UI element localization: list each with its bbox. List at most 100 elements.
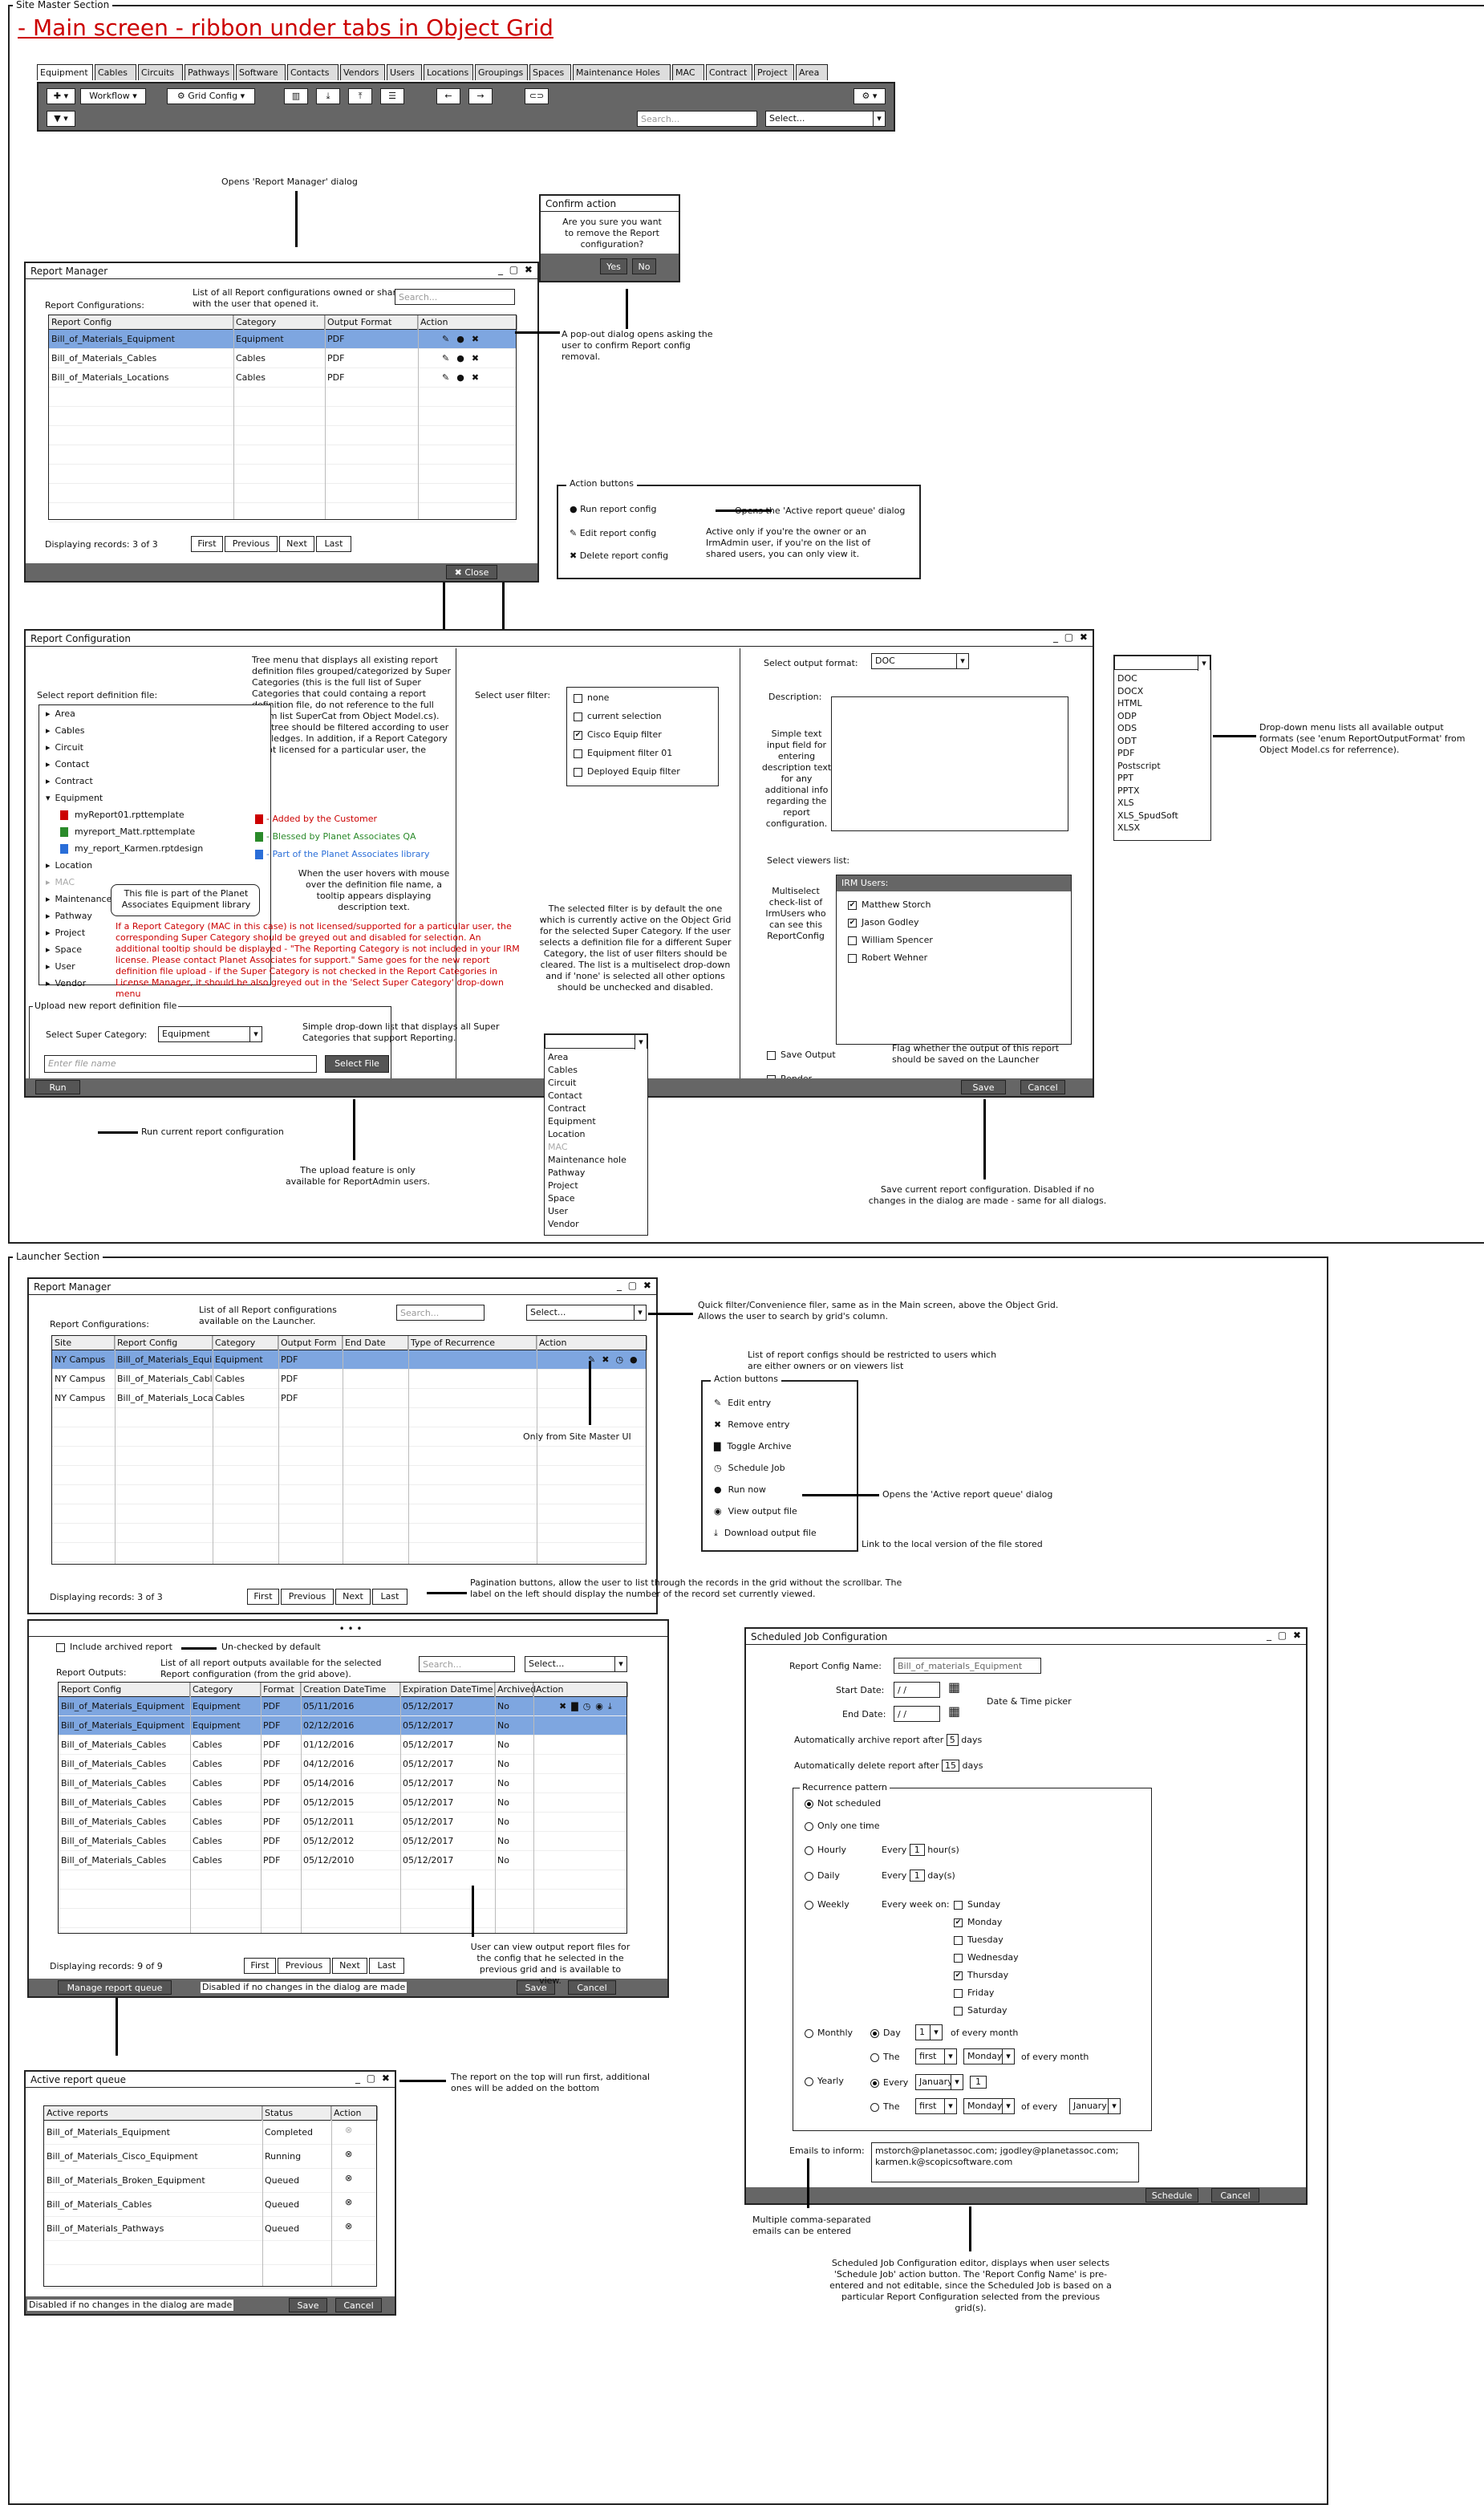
checkbox[interactable] bbox=[574, 712, 582, 721]
table-row[interactable] bbox=[59, 1890, 626, 1909]
format-option[interactable]: PPT bbox=[1117, 773, 1133, 783]
chevron-right-icon[interactable]: ▸ bbox=[46, 759, 51, 769]
column-select[interactable]: Select... bbox=[526, 1305, 647, 1321]
action-item[interactable]: ⤓Download output file bbox=[714, 1528, 817, 1539]
pager-previous-button[interactable]: Previous bbox=[281, 1589, 334, 1605]
weekday-select[interactable]: Monday bbox=[963, 2098, 1015, 2114]
pager-next-button[interactable]: Next bbox=[279, 536, 314, 552]
checkbox[interactable] bbox=[954, 1953, 963, 1963]
cancel-button[interactable]: Cancel bbox=[1211, 2188, 1259, 2202]
start-date-input[interactable]: / / bbox=[894, 1682, 940, 1698]
super-cat-option[interactable]: Cables bbox=[548, 1065, 578, 1075]
radio[interactable] bbox=[805, 1871, 813, 1881]
weekday-option[interactable]: ✔Thursday bbox=[954, 1970, 1008, 1981]
eye-icon[interactable]: ◉ bbox=[595, 1701, 603, 1711]
search-input[interactable]: Search... bbox=[396, 1305, 485, 1321]
clock-icon[interactable]: ◷ bbox=[582, 1701, 591, 1711]
weekday-option[interactable]: Wednesday bbox=[954, 1952, 1019, 1963]
table-row[interactable] bbox=[49, 465, 516, 484]
chevron-right-icon[interactable]: ▸ bbox=[46, 877, 51, 887]
calendar-icon[interactable]: ▦ bbox=[948, 1679, 961, 1695]
tree-node[interactable]: ▸Contact bbox=[46, 759, 89, 770]
tab-software[interactable]: Software bbox=[236, 64, 286, 80]
checkbox[interactable]: ✔ bbox=[848, 900, 857, 910]
radio[interactable] bbox=[805, 1799, 813, 1809]
chevron-down-icon[interactable]: ▾ bbox=[46, 793, 51, 803]
end-date-input[interactable]: / / bbox=[894, 1706, 940, 1722]
tree-node[interactable]: ▸MAC bbox=[46, 877, 75, 888]
action-icons[interactable]: ✎●✖ bbox=[437, 330, 517, 349]
radio[interactable] bbox=[805, 2077, 813, 2086]
table-row[interactable] bbox=[49, 445, 516, 465]
only-one-option[interactable]: Only one time bbox=[805, 1821, 880, 1832]
super-cat-option[interactable]: Circuit bbox=[548, 1078, 577, 1088]
format-option[interactable]: HTML bbox=[1117, 698, 1142, 708]
format-option[interactable]: DOCX bbox=[1117, 685, 1144, 696]
tree-node[interactable]: ▸Area bbox=[46, 708, 75, 720]
table-row[interactable] bbox=[52, 1485, 646, 1504]
delete-icon[interactable]: ✖ bbox=[471, 334, 480, 344]
tab-equipment[interactable]: Equipment bbox=[37, 64, 93, 80]
delete-item[interactable]: ✖ Delete report config bbox=[570, 550, 669, 561]
checkbox[interactable] bbox=[848, 953, 857, 963]
pager-last-button[interactable]: Last bbox=[316, 536, 351, 552]
save-button[interactable]: Save bbox=[961, 1080, 1006, 1094]
table-row[interactable] bbox=[52, 1504, 646, 1524]
cancel-button[interactable]: Cancel bbox=[335, 2298, 382, 2312]
table-row[interactable] bbox=[52, 1408, 646, 1427]
user-option[interactable]: ✔Matthew Storch bbox=[848, 899, 931, 911]
archive-input[interactable]: 5 bbox=[946, 1734, 959, 1746]
action-item[interactable]: ◉View output file bbox=[714, 1506, 797, 1517]
super-cat-select[interactable]: Equipment bbox=[158, 1026, 262, 1042]
pencil-icon[interactable]: ✎ bbox=[442, 334, 450, 344]
action-icons[interactable]: ✎●✖ bbox=[437, 368, 517, 388]
tab-spaces[interactable]: Spaces bbox=[529, 64, 571, 80]
clock-icon[interactable]: ◷ bbox=[615, 1354, 624, 1365]
emails-textarea[interactable]: mstorch@planetassoc.com; jgodley@planeta… bbox=[871, 2142, 1139, 2182]
format-option[interactable]: PPTX bbox=[1117, 785, 1140, 796]
tab-project[interactable]: Project bbox=[754, 64, 794, 80]
include-archived-item[interactable]: Include archived report bbox=[56, 1642, 172, 1653]
pager-first-button[interactable]: First bbox=[191, 536, 223, 552]
action-item[interactable]: ✎Edit entry bbox=[714, 1398, 771, 1409]
tab-mac[interactable]: MAC bbox=[672, 64, 704, 80]
table-row[interactable] bbox=[49, 407, 516, 426]
month-select[interactable]: January bbox=[1069, 2098, 1121, 2114]
chevron-right-icon[interactable]: ▸ bbox=[46, 911, 51, 921]
weekday-option[interactable]: Saturday bbox=[954, 2005, 1008, 2016]
daily-input[interactable]: 1 bbox=[909, 1870, 925, 1882]
window-controls[interactable]: _ ▢ ✖ bbox=[616, 1280, 653, 1291]
table-row[interactable] bbox=[44, 2241, 376, 2265]
chevron-right-icon[interactable]: ▸ bbox=[46, 708, 51, 719]
super-cat-option[interactable]: Area bbox=[548, 1052, 569, 1062]
settings-icon[interactable]: ⚙ ▾ bbox=[854, 88, 886, 104]
table-row[interactable] bbox=[49, 484, 516, 503]
delete-icon[interactable]: ✖ bbox=[602, 1354, 610, 1365]
table-row[interactable]: NY CampusBill_of_Materials_LocationsCabl… bbox=[52, 1389, 646, 1408]
run-item[interactable]: ● Run report config bbox=[570, 504, 657, 514]
radio[interactable] bbox=[870, 2028, 879, 2038]
format-option[interactable]: XLS bbox=[1117, 798, 1134, 808]
forward-icon[interactable]: → bbox=[468, 88, 493, 104]
tree-file[interactable]: myReport01.rpttemplate bbox=[60, 810, 184, 821]
edit-item[interactable]: ✎ Edit report config bbox=[570, 528, 657, 538]
super-cat-option[interactable]: Contract bbox=[548, 1103, 586, 1114]
table-row[interactable] bbox=[52, 1524, 646, 1543]
remove-icon[interactable]: ⊗ bbox=[345, 2149, 353, 2159]
radio[interactable] bbox=[805, 1821, 813, 1831]
cancel-button[interactable]: Cancel bbox=[568, 1980, 616, 1995]
pencil-icon[interactable]: ✎ bbox=[588, 1354, 596, 1365]
checkbox[interactable] bbox=[954, 2006, 963, 2016]
pager-previous-button[interactable]: Previous bbox=[278, 1958, 330, 1974]
tree-node[interactable]: ▸Location bbox=[46, 860, 92, 871]
monthly-the-option[interactable]: The bbox=[870, 2052, 899, 2063]
super-cat-option[interactable]: Vendor bbox=[548, 1219, 579, 1229]
tree-node[interactable]: ▸User bbox=[46, 961, 75, 972]
